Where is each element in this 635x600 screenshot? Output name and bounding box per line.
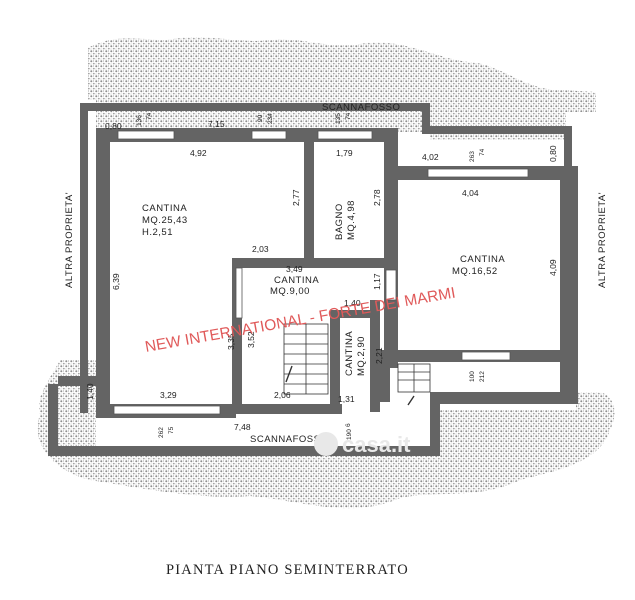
dimension-label: 100 xyxy=(469,371,476,382)
dimension-label: 1,79 xyxy=(336,148,353,158)
dimension-label: 3,35 xyxy=(226,333,236,350)
dimension-label: 212 xyxy=(479,371,486,382)
stairs xyxy=(283,323,431,406)
dimension-label: 2,03 xyxy=(252,244,269,254)
dimension-label: 1,17 xyxy=(372,273,382,290)
dimension-label: 2,78 xyxy=(372,189,382,206)
dimension-label: 4,09 xyxy=(548,259,558,276)
dimension-label: 7,48 xyxy=(234,422,251,432)
dimension-label: 0,80 xyxy=(548,145,558,162)
dimension-label: 75 xyxy=(168,426,175,434)
dimension-label: 0,80 xyxy=(105,121,122,131)
scannafosso-top-label: SCANNAFOSSO xyxy=(322,102,400,113)
dimension-label: 74 xyxy=(146,112,153,120)
dimension-label: 90 xyxy=(257,114,264,122)
room-name: CANTINA xyxy=(274,275,319,286)
room-cantina-large: CANTINA MQ.25,43 H.2,51 xyxy=(142,203,188,238)
dimension-label: 1,40 xyxy=(344,298,361,308)
brand-name: casa.it xyxy=(342,432,411,457)
room-area: MQ.4,98 xyxy=(346,200,357,240)
windows xyxy=(113,130,529,415)
room-name: CANTINA xyxy=(344,331,355,376)
dimension-label: 1,31 xyxy=(338,394,355,404)
dimension-label: 74 xyxy=(479,148,486,156)
room-name: CANTINA xyxy=(142,203,187,214)
dimension-label: 6,39 xyxy=(111,273,121,290)
room-height: H.2,51 xyxy=(142,227,173,238)
dimension-label: 3,52 xyxy=(246,331,256,348)
brand-logo-icon xyxy=(314,432,338,456)
room-name: BAGNO xyxy=(334,203,345,240)
dimensions: 0,80 136 74 7,15 90 234 135 74 263 74 0,… xyxy=(85,112,558,440)
room-area: MQ.2,90 xyxy=(356,336,367,376)
room-cantina-center: CANTINA MQ.9,00 xyxy=(270,275,319,297)
dimension-label: 2,06 xyxy=(274,390,291,400)
room-bagno: BAGNO MQ.4,98 xyxy=(334,200,357,240)
dimension-label: 262 xyxy=(158,427,165,438)
room-name: CANTINA xyxy=(460,254,505,265)
dimension-label: 3,29 xyxy=(160,390,177,400)
room-cantina-small: CANTINA MQ.2,90 xyxy=(344,331,367,376)
dimension-label: 190 xyxy=(346,429,353,440)
scannafosso-bottom-label: SCANNAFOSSO xyxy=(250,434,328,445)
dimension-label: 3,49 xyxy=(286,264,303,274)
ground-hatching xyxy=(37,37,615,509)
dimension-label: 263 xyxy=(469,151,476,162)
altra-proprieta-right-label: ALTRA PROPRIETA' xyxy=(597,192,608,288)
dimension-label: 2,77 xyxy=(291,189,301,206)
dimension-label: 7,15 xyxy=(208,119,225,129)
dimension-label: 234 xyxy=(267,113,274,124)
dimension-label: 4,04 xyxy=(462,188,479,198)
dimension-label: 1,40 xyxy=(85,383,95,400)
dimension-label: 74 xyxy=(345,112,352,120)
plan-title: PIANTA PIANO SEMINTERRATO xyxy=(166,562,409,578)
room-cantina-right: CANTINA MQ.16,52 xyxy=(452,254,505,277)
room-area: MQ.16,52 xyxy=(452,266,498,277)
dimension-label: 135 xyxy=(335,113,342,124)
dimension-label: 136 xyxy=(136,115,143,126)
room-area: MQ.25,43 xyxy=(142,215,188,226)
dimension-label: 4,92 xyxy=(190,148,207,158)
watermark-brand: casa.it xyxy=(314,432,411,457)
room-area: MQ.9,00 xyxy=(270,286,310,297)
dimension-label: 6 xyxy=(345,423,352,427)
dimension-label: 2,21 xyxy=(374,347,384,364)
dimension-label: 4,02 xyxy=(422,152,439,162)
altra-proprieta-left-label: ALTRA PROPRIETA' xyxy=(64,192,75,288)
